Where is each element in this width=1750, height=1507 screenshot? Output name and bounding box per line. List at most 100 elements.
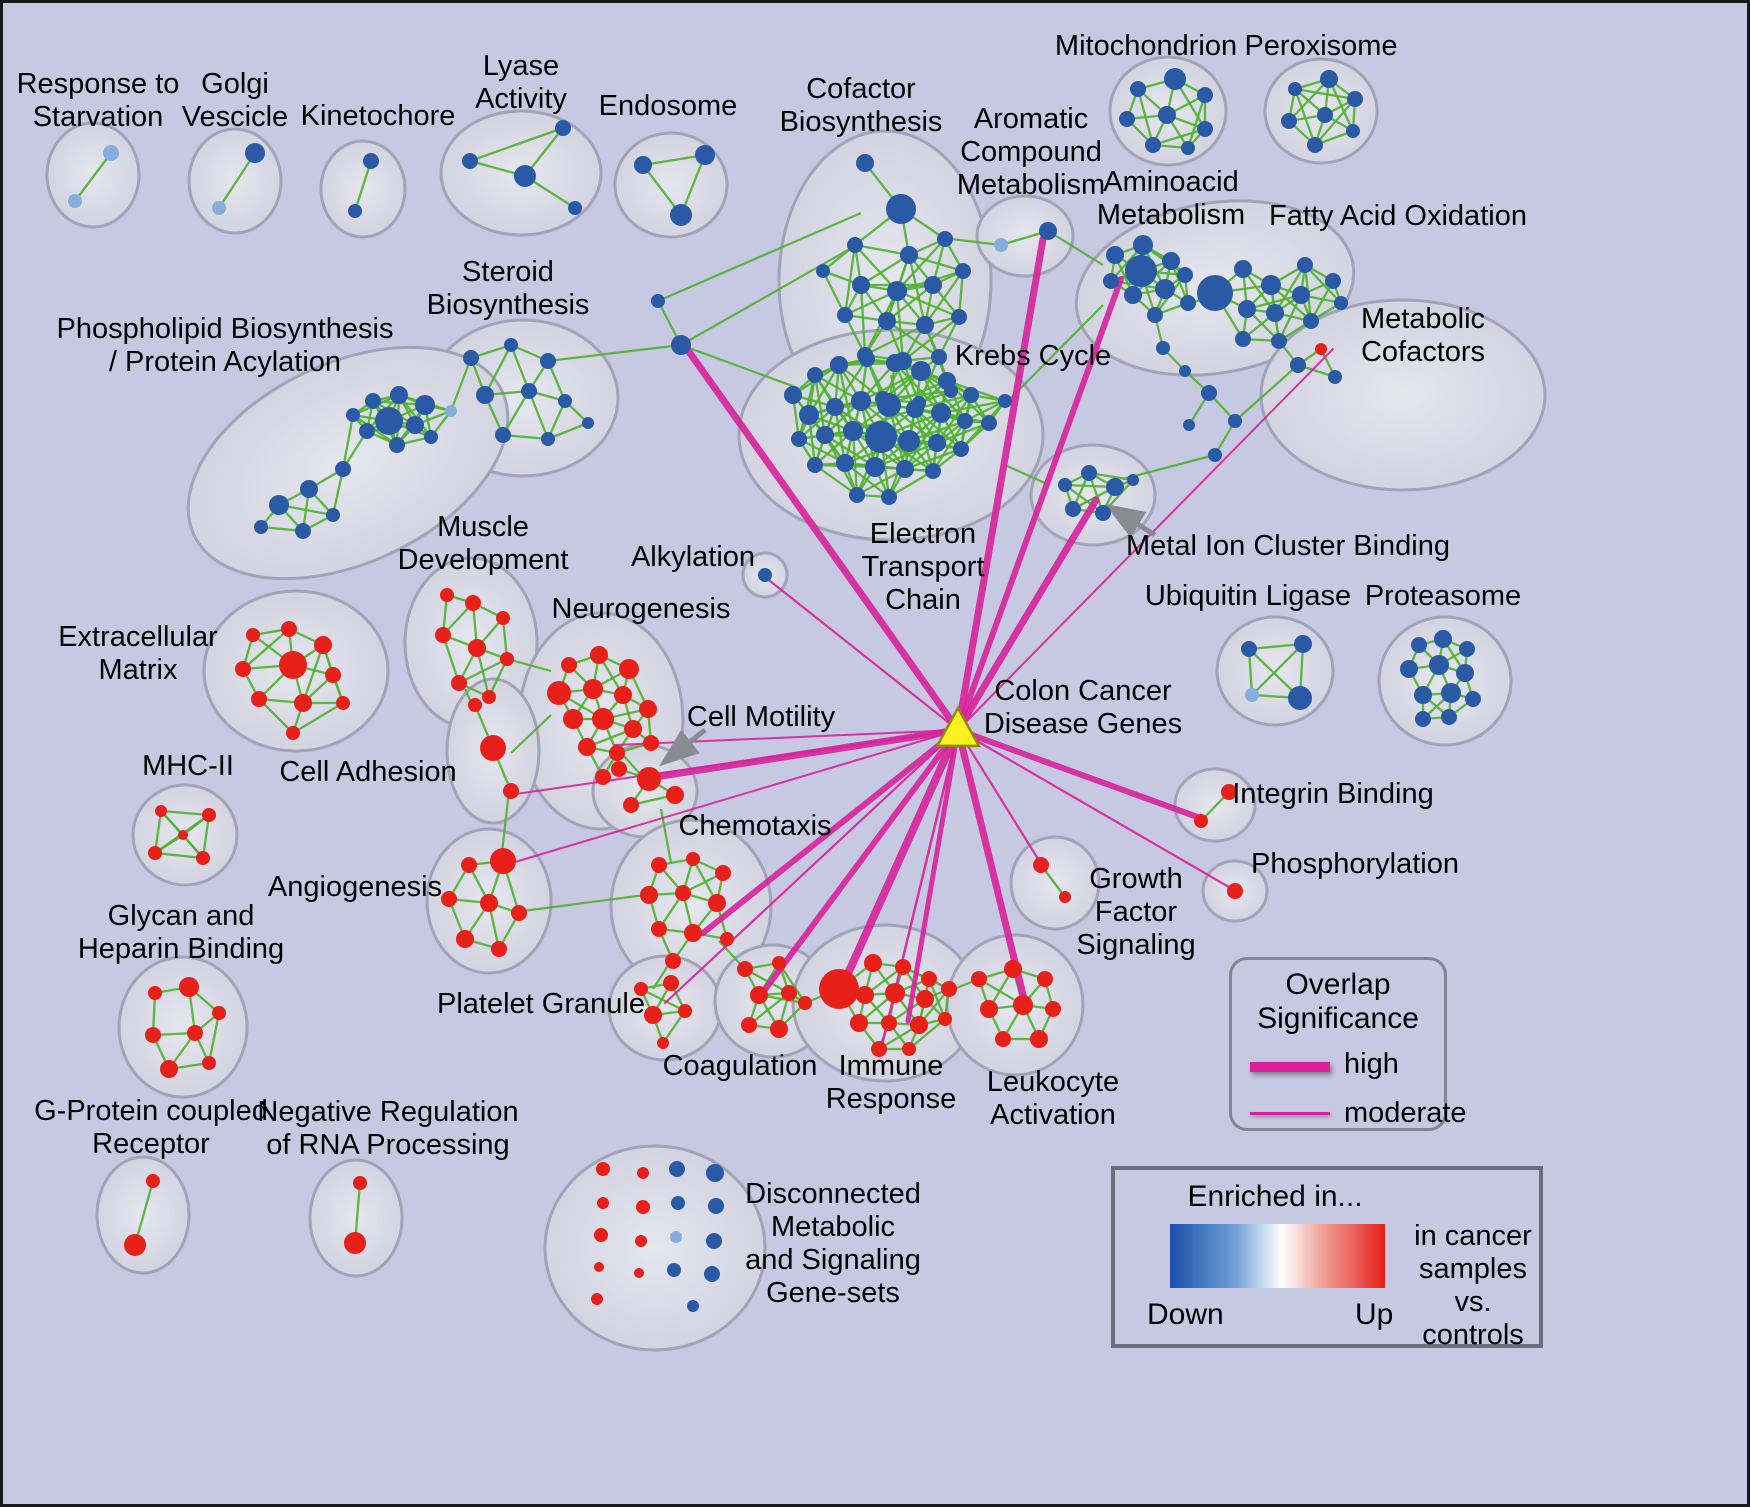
gene-set-node-steroid-biosynthesis bbox=[504, 338, 518, 352]
gene-set-node-leukocyte-activation bbox=[1037, 971, 1053, 987]
gene-set-node-aminoacid-metabolism bbox=[1106, 246, 1124, 264]
overlap-significance-edge bbox=[954, 496, 1100, 734]
overlap-legend-title-line2: Significance bbox=[1257, 1002, 1419, 1035]
gene-set-node-angiogenesis bbox=[441, 891, 457, 907]
gene-set-edge bbox=[908, 1018, 946, 1050]
gene-set-edge bbox=[860, 254, 910, 286]
gene-set-node-muscle-development bbox=[435, 627, 451, 643]
gene-set-node-steroid-biosynthesis bbox=[495, 427, 511, 443]
gene-set-node-metal-ion-cluster-binding bbox=[1058, 478, 1072, 492]
gene-set-node-electron-transport-chain bbox=[791, 431, 807, 447]
gene-set-node-metabolic-cofactors bbox=[1328, 370, 1342, 384]
gene-set-node-chemotaxis bbox=[686, 852, 700, 866]
gene-set-edge bbox=[74, 152, 112, 202]
gene-set-node-response-to-starvation bbox=[68, 194, 82, 208]
gene-set-node-electron-transport-chain bbox=[865, 457, 885, 477]
gene-set-node-ubiquitin-ligase bbox=[1245, 688, 1259, 702]
gene-set-node-peroxisome bbox=[1317, 107, 1333, 123]
gene-set-edge bbox=[860, 369, 922, 403]
gene-set-node-metabolic-cofactors bbox=[1290, 357, 1306, 373]
gene-set-node-peroxisome bbox=[1288, 82, 1302, 96]
gene-set-node-electron-transport-chain bbox=[981, 415, 997, 431]
gene-set-edge bbox=[133, 1180, 155, 1246]
gene-set-node-aminoacid-metabolism bbox=[1124, 286, 1142, 304]
gene-set-node-immune-response bbox=[910, 1016, 928, 1034]
gene-set-node-aromatic-compound-metabolism bbox=[994, 238, 1008, 252]
gene-set-edge bbox=[258, 698, 294, 734]
gene-set-node-neurogenesis bbox=[590, 646, 608, 664]
gene-set-node-fatty-acid-oxidation bbox=[1197, 275, 1233, 311]
gene-set-node-platelet-granule bbox=[634, 982, 648, 996]
cluster-label-cell-motility: Cell Motility bbox=[687, 701, 836, 733]
gene-set-node-cofactor-biosynthesis bbox=[937, 231, 953, 247]
gene-set-node-fatty-acid-oxidation bbox=[1297, 257, 1313, 273]
gene-set-node-cell-adhesion bbox=[503, 783, 519, 799]
connector-node bbox=[1183, 419, 1195, 431]
gene-set-edge bbox=[301, 644, 325, 704]
gene-set-node-immune-response bbox=[938, 1012, 952, 1026]
gene-set-node-fatty-acid-oxidation bbox=[1303, 313, 1319, 329]
gene-set-node-cofactor-biosynthesis bbox=[951, 309, 967, 325]
gene-set-node-cell-motility bbox=[637, 767, 661, 791]
gene-set-edge bbox=[341, 414, 355, 470]
connector-node bbox=[1228, 414, 1242, 428]
gene-set-edge bbox=[218, 152, 256, 209]
gene-set-node-mhc-ii bbox=[202, 808, 216, 822]
gene-set-node-neurogenesis bbox=[547, 681, 571, 705]
gene-set-node-phospholipid-biosynthesis bbox=[254, 520, 268, 534]
gene-set-edge bbox=[353, 160, 373, 212]
gene-set-node-extracellular-matrix bbox=[314, 636, 332, 654]
cluster-label-phosphorylation: Phosphorylation bbox=[1251, 848, 1459, 880]
gene-set-node-glycan-heparin-binding bbox=[148, 986, 162, 1000]
cluster-label-endosome: Endosome bbox=[599, 90, 738, 122]
cluster-label-integrin-binding: Integrin Binding bbox=[1232, 778, 1434, 810]
gene-set-node-disconnected-gene-sets bbox=[594, 1228, 608, 1242]
gene-set-node-fatty-acid-oxidation bbox=[1235, 331, 1251, 347]
gene-set-node-leukocyte-activation bbox=[980, 1000, 998, 1018]
gene-set-node-fatty-acid-oxidation bbox=[1266, 304, 1284, 322]
gene-set-node-alkylation bbox=[758, 568, 772, 582]
enrichment-up-label: Up bbox=[1355, 1298, 1394, 1331]
inter-cluster-edge bbox=[506, 657, 552, 673]
cluster-label-proteasome: Proteasome bbox=[1365, 580, 1521, 612]
inter-cluster-edge bbox=[622, 754, 642, 776]
gene-set-node-immune-response bbox=[885, 983, 905, 1003]
gene-set-node-phospholipid-biosynthesis bbox=[375, 407, 403, 435]
gene-set-edge bbox=[940, 399, 1006, 415]
gene-set-node-cell-adhesion bbox=[468, 698, 482, 712]
gene-set-node-phospholipid-biosynthesis bbox=[295, 523, 311, 539]
gene-set-node-mitochondrion bbox=[1181, 141, 1195, 155]
gene-set-node-immune-response bbox=[921, 971, 937, 987]
metal-ion-pointer-arrow bbox=[1104, 503, 1157, 538]
gene-set-node-chemotaxis bbox=[708, 894, 726, 912]
overlap-legend-title: Overlap Significance bbox=[1232, 968, 1444, 1036]
cluster-label-peroxisome: Peroxisome bbox=[1244, 30, 1397, 62]
gene-set-node-electron-transport-chain bbox=[816, 426, 834, 444]
gene-set-node-steroid-biosynthesis bbox=[582, 417, 594, 429]
gene-set-node-coagulation bbox=[770, 1020, 788, 1038]
gene-set-node-muscle-development bbox=[496, 611, 510, 625]
gene-set-edge bbox=[834, 358, 868, 408]
gene-set-node-metabolic-cofactors bbox=[1315, 343, 1327, 355]
overlap-significance-edge bbox=[954, 235, 1047, 734]
gene-set-node-phospholipid-biosynthesis bbox=[359, 423, 375, 439]
gene-set-node-cofactor-biosynthesis bbox=[837, 307, 853, 323]
gene-set-node-electron-transport-chain bbox=[931, 403, 951, 423]
gene-set-edge bbox=[458, 657, 508, 685]
gene-set-node-mitochondrion bbox=[1145, 137, 1161, 153]
gene-set-edge bbox=[924, 270, 964, 326]
gene-set-edge bbox=[852, 407, 916, 433]
gene-set-node-phosphorylation bbox=[1227, 883, 1243, 899]
gene-set-node-electron-transport-chain bbox=[911, 361, 931, 381]
overlap-significance-edge bbox=[956, 728, 1236, 892]
gene-set-node-metal-ion-cluster-binding bbox=[1127, 474, 1139, 486]
gene-set-node-electron-transport-chain bbox=[925, 463, 941, 479]
gene-set-node-disconnected-gene-sets bbox=[594, 1262, 604, 1272]
gene-set-node-metal-ion-cluster-binding bbox=[1081, 465, 1097, 481]
gene-set-edge bbox=[441, 634, 461, 684]
